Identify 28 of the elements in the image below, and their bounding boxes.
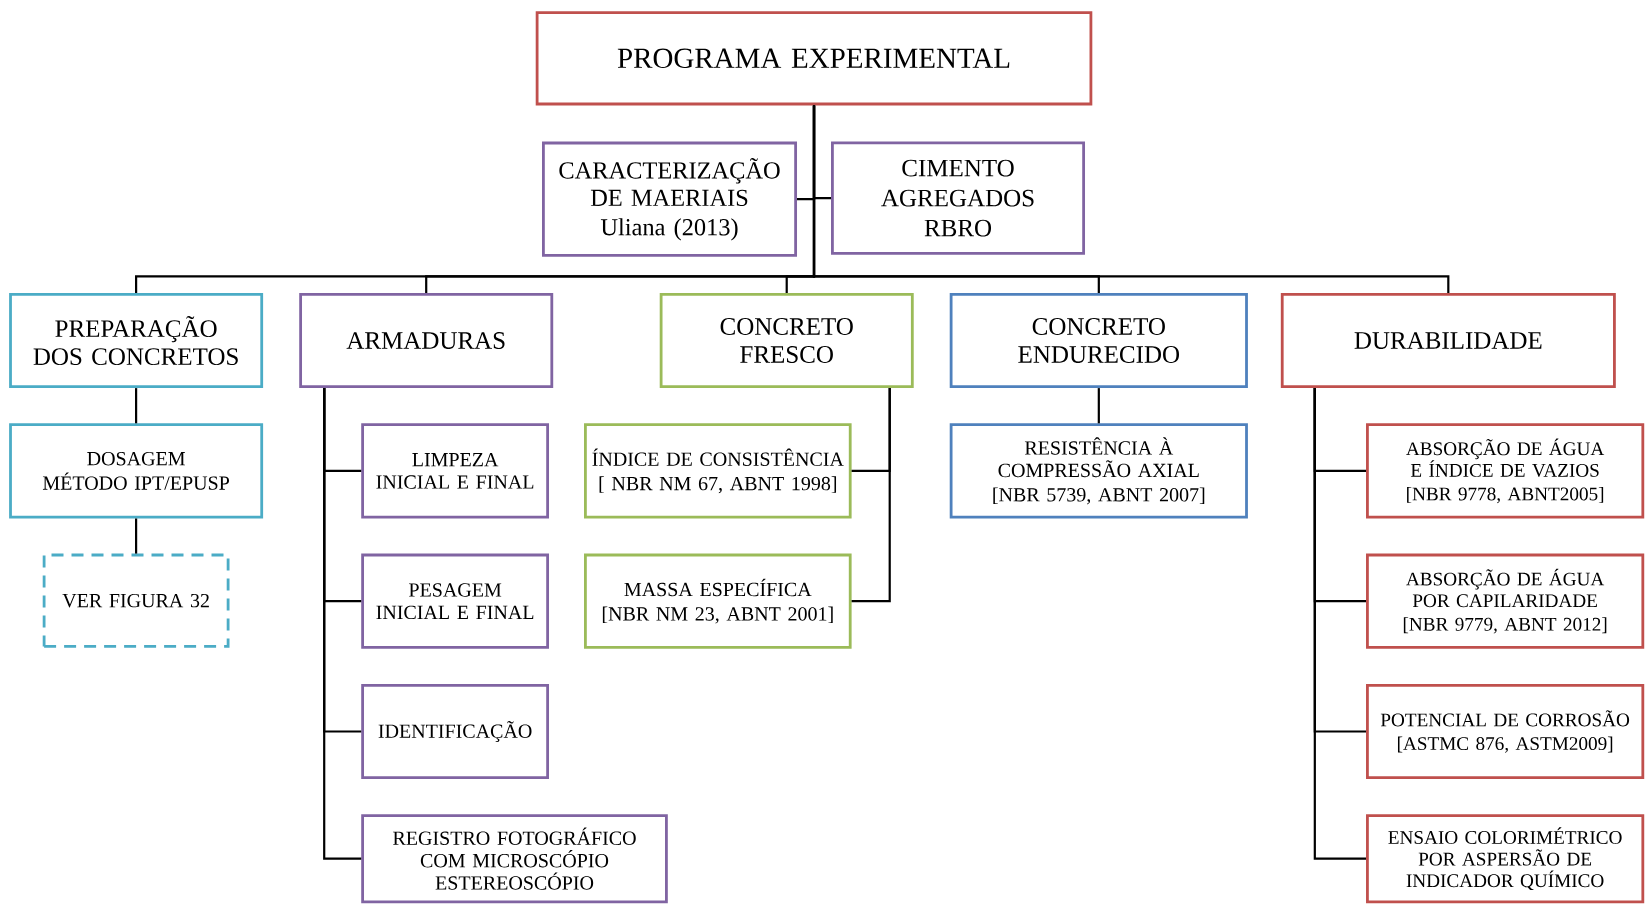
process-box: POTENCIAL DE CORROSÃO [ASTMC 876, ASTM2009] — [1366, 683, 1645, 780]
process-box: CONCRETO ENDURECIDO — [949, 292, 1248, 389]
process-box: DOSAGEM MÉTODO IPT/EPUSP — [9, 423, 264, 519]
process-box: PREPARAÇÃO DOS CONCRETOS — [9, 292, 264, 389]
connector-line — [135, 518, 138, 554]
connector-line — [812, 105, 1450, 293]
process-box: ARMADURAS — [299, 292, 554, 389]
process-box: ABSORÇÃO DE ÁGUA E ÍNDICE DE VAZIOS [NBR 9778, ABNT2005] — [1366, 423, 1645, 519]
process-box: CONCRETO FRESCO — [659, 292, 914, 389]
process-box: LIMPEZA INICIAL E FINAL — [361, 423, 549, 519]
process-box: ÍNDICE DE CONSISTÊNCIA [ NBR NM 67, ABNT 1998] — [584, 423, 852, 519]
process-box: RESISTÊNCIA À COMPRESSÃO AXIAL [NBR 5739, ABNT 2007] — [949, 423, 1248, 519]
connector-line — [323, 388, 362, 860]
process-box: REGISTRO FOTOGRÁFICO COM MICROSCÓPIO ESTEREOSCÓPIO — [361, 814, 668, 904]
process-box: DURABILIDADE — [1280, 292, 1616, 389]
process-box: CARACTERIZAÇÃO DE MAERIAIS Uliana (2013) — [542, 141, 797, 257]
process-box: MASSA ESPECÍFICA [NBR NM 23, ABNT 2001] — [584, 553, 852, 649]
dashed-box: VER FIGURA 32 — [42, 553, 230, 648]
process-box: IDENTIFICAÇÃO — [361, 683, 549, 780]
connector-line — [135, 388, 138, 424]
connector-line — [1097, 388, 1100, 424]
process-box: ABSORÇÃO DE ÁGUA POR CAPILARIDADE [NBR 9779, ABNT 2012] — [1366, 553, 1645, 649]
title-box: PROGRAMA EXPERIMENTAL — [535, 11, 1093, 106]
process-box: PESAGEM INICIAL E FINAL — [361, 553, 549, 649]
process-box: CIMENTO AGREGADOS RBRO — [831, 141, 1085, 255]
connector-line — [851, 388, 891, 603]
process-box: ENSAIO COLORIMÉTRICO POR ASPERSÃO DE INDICADOR QUÍMICO — [1366, 814, 1645, 904]
connector-line — [1313, 388, 1366, 860]
